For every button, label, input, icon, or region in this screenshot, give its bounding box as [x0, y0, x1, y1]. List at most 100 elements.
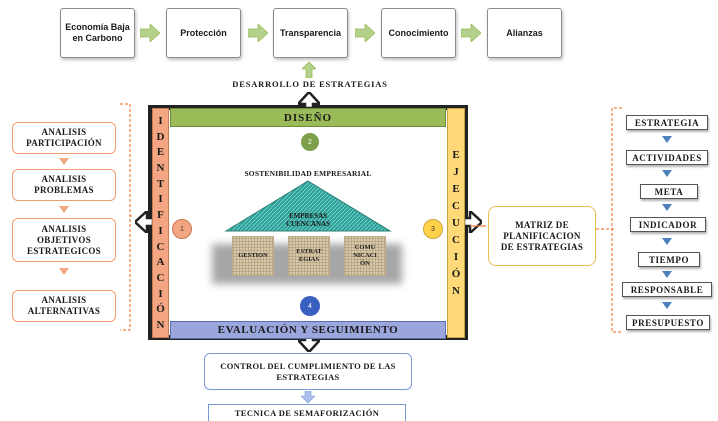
circle-number: 2	[308, 138, 312, 146]
strategy-development-label: DESARROLLO DE ESTRATEGIAS	[232, 79, 388, 89]
execution-bar: E J E C U C I Ó N	[447, 108, 465, 338]
right-bracket	[611, 107, 622, 333]
left-item-participacion: ANALISIS PARTICIPACIÓN	[12, 122, 116, 154]
pillar-gestion: GESTION	[232, 236, 274, 276]
right-item-label: INDICADOR	[638, 219, 698, 230]
letter: C	[156, 271, 165, 284]
pillar-comunicacion: COMU NICACI ÓN	[344, 236, 386, 276]
letter: N	[156, 318, 165, 331]
flow-label: Economía Baja en Carbono	[65, 22, 130, 43]
flow-box-economia: Economía Baja en Carbono	[60, 8, 135, 58]
pillar-label: GESTION	[238, 252, 268, 259]
letter: Ó	[156, 303, 165, 316]
right-item-meta: META	[640, 184, 698, 199]
roof-label: EMPRESAS CUENCANAS	[286, 212, 330, 228]
left-item-label: ANALISIS ALTERNATIVAS	[27, 295, 101, 316]
right-item-label: TIEMPO	[648, 254, 690, 265]
down-arrow-icon	[662, 170, 672, 177]
matrix-connector	[596, 228, 616, 230]
right-item-actividades: ACTIVIDADES	[626, 150, 708, 165]
right-item-label: ACTIVIDADES	[632, 152, 702, 163]
left-item-label: ANALISIS OBJETIVOS ESTRATEGICOS	[27, 223, 101, 256]
technique-box: TECNICA DE SEMAFORIZACIÓN	[208, 404, 406, 421]
circle-number: 4	[308, 302, 312, 310]
house-roof	[224, 180, 392, 232]
right-item-presupuesto: PRESUPUESTO	[626, 315, 710, 330]
letter: F	[157, 209, 164, 222]
flow-box-alianzas: Alianzas	[487, 8, 562, 58]
step-circle-4: 4	[300, 296, 320, 316]
left-item-alternativas: ANALISIS ALTERNATIVAS	[12, 290, 116, 322]
right-item-estrategia: ESTRATEGIA	[626, 115, 708, 130]
right-item-label: RESPONSABLE	[630, 284, 704, 295]
down-arrow-icon	[59, 158, 69, 165]
letter: C	[156, 240, 165, 253]
down-arrow-icon	[662, 204, 672, 211]
letter: E	[156, 146, 165, 159]
flow-label: Conocimiento	[388, 27, 449, 38]
design-label: DISEÑO	[283, 111, 333, 124]
letter: I	[158, 115, 163, 127]
letter: A	[156, 256, 165, 269]
matrix-box: MATRIZ DE PLANIFICACION DE ESTRATEGIAS	[488, 206, 596, 266]
pillar-label: ESTRAT EGIAS	[296, 248, 322, 263]
frame-right-arrow-icon	[464, 211, 482, 233]
step-circle-1: 1	[172, 219, 192, 239]
identification-bar: I D E N T I F I C A C I Ó N	[152, 108, 169, 338]
right-item-label: PRESUPUESTO	[632, 317, 704, 328]
down-arrow-icon	[662, 136, 672, 143]
letter: E	[452, 183, 460, 195]
letter: N	[156, 162, 165, 175]
down-arrow-icon	[662, 271, 672, 278]
right-item-label: META	[654, 186, 684, 197]
letter: I	[158, 224, 163, 237]
green-arrow-icon	[140, 24, 160, 42]
letter: T	[156, 177, 165, 190]
matrix-arrow-icon	[470, 225, 486, 227]
flow-label: Alianzas	[506, 27, 543, 38]
pillar-label: COMU NICACI ÓN	[353, 244, 377, 267]
letter: U	[452, 217, 460, 229]
technique-label: TECNICA DE SEMAFORIZACIÓN	[234, 408, 380, 418]
evaluation-label: EVALUACIÓN Y SEGUIMIENTO	[217, 324, 399, 336]
flow-box-conocimiento: Conocimiento	[381, 8, 456, 58]
letter: C	[452, 200, 460, 212]
flow-box-proteccion: Protección	[166, 8, 241, 58]
letter: I	[158, 287, 163, 300]
flow-label: Transparencia	[279, 27, 342, 38]
green-arrow-icon	[355, 24, 375, 42]
left-item-label: ANALISIS PROBLEMAS	[34, 174, 94, 195]
right-item-responsable: RESPONSABLE	[622, 282, 712, 297]
right-item-label: ESTRATEGIA	[634, 117, 700, 128]
control-label: CONTROL DEL CUMPLIMIENTO DE LAS ESTRATEG…	[220, 360, 396, 382]
left-item-problemas: ANALISIS PROBLEMAS	[12, 169, 116, 201]
down-arrow-icon	[662, 238, 672, 245]
frame-up-arrow-icon	[298, 92, 320, 108]
letter: I	[453, 251, 459, 263]
frame-down-arrow-icon	[298, 336, 320, 352]
flow-box-transparencia: Transparencia	[273, 8, 348, 58]
green-arrow-icon	[461, 24, 481, 42]
control-box: CONTROL DEL CUMPLIMIENTO DE LAS ESTRATEG…	[204, 353, 412, 390]
left-bracket	[120, 103, 134, 331]
letter: Ó	[451, 268, 461, 280]
right-item-indicador: INDICADOR	[630, 217, 706, 232]
down-arrow-icon	[301, 391, 315, 403]
evaluation-bar: EVALUACIÓN Y SEGUIMIENTO	[170, 321, 446, 339]
step-circle-2: 2	[301, 133, 319, 151]
letter: C	[452, 234, 460, 246]
down-arrow-icon	[59, 206, 69, 213]
left-item-label: ANALISIS PARTICIPACIÓN	[26, 127, 102, 148]
step-circle-3: 3	[423, 219, 443, 239]
house-title: SOSTENIBILIDAD EMPRESARIAL	[244, 169, 372, 178]
green-arrow-icon	[248, 24, 268, 42]
down-arrow-icon	[662, 302, 672, 309]
down-arrow-icon	[59, 268, 69, 275]
design-bar: DISEÑO	[170, 108, 446, 127]
flow-label: Protección	[180, 27, 227, 38]
letter: E	[452, 149, 460, 161]
letter: N	[452, 285, 460, 297]
right-item-tiempo: TIEMPO	[638, 252, 700, 267]
circle-number: 3	[431, 225, 435, 233]
circle-number: 1	[180, 225, 184, 233]
